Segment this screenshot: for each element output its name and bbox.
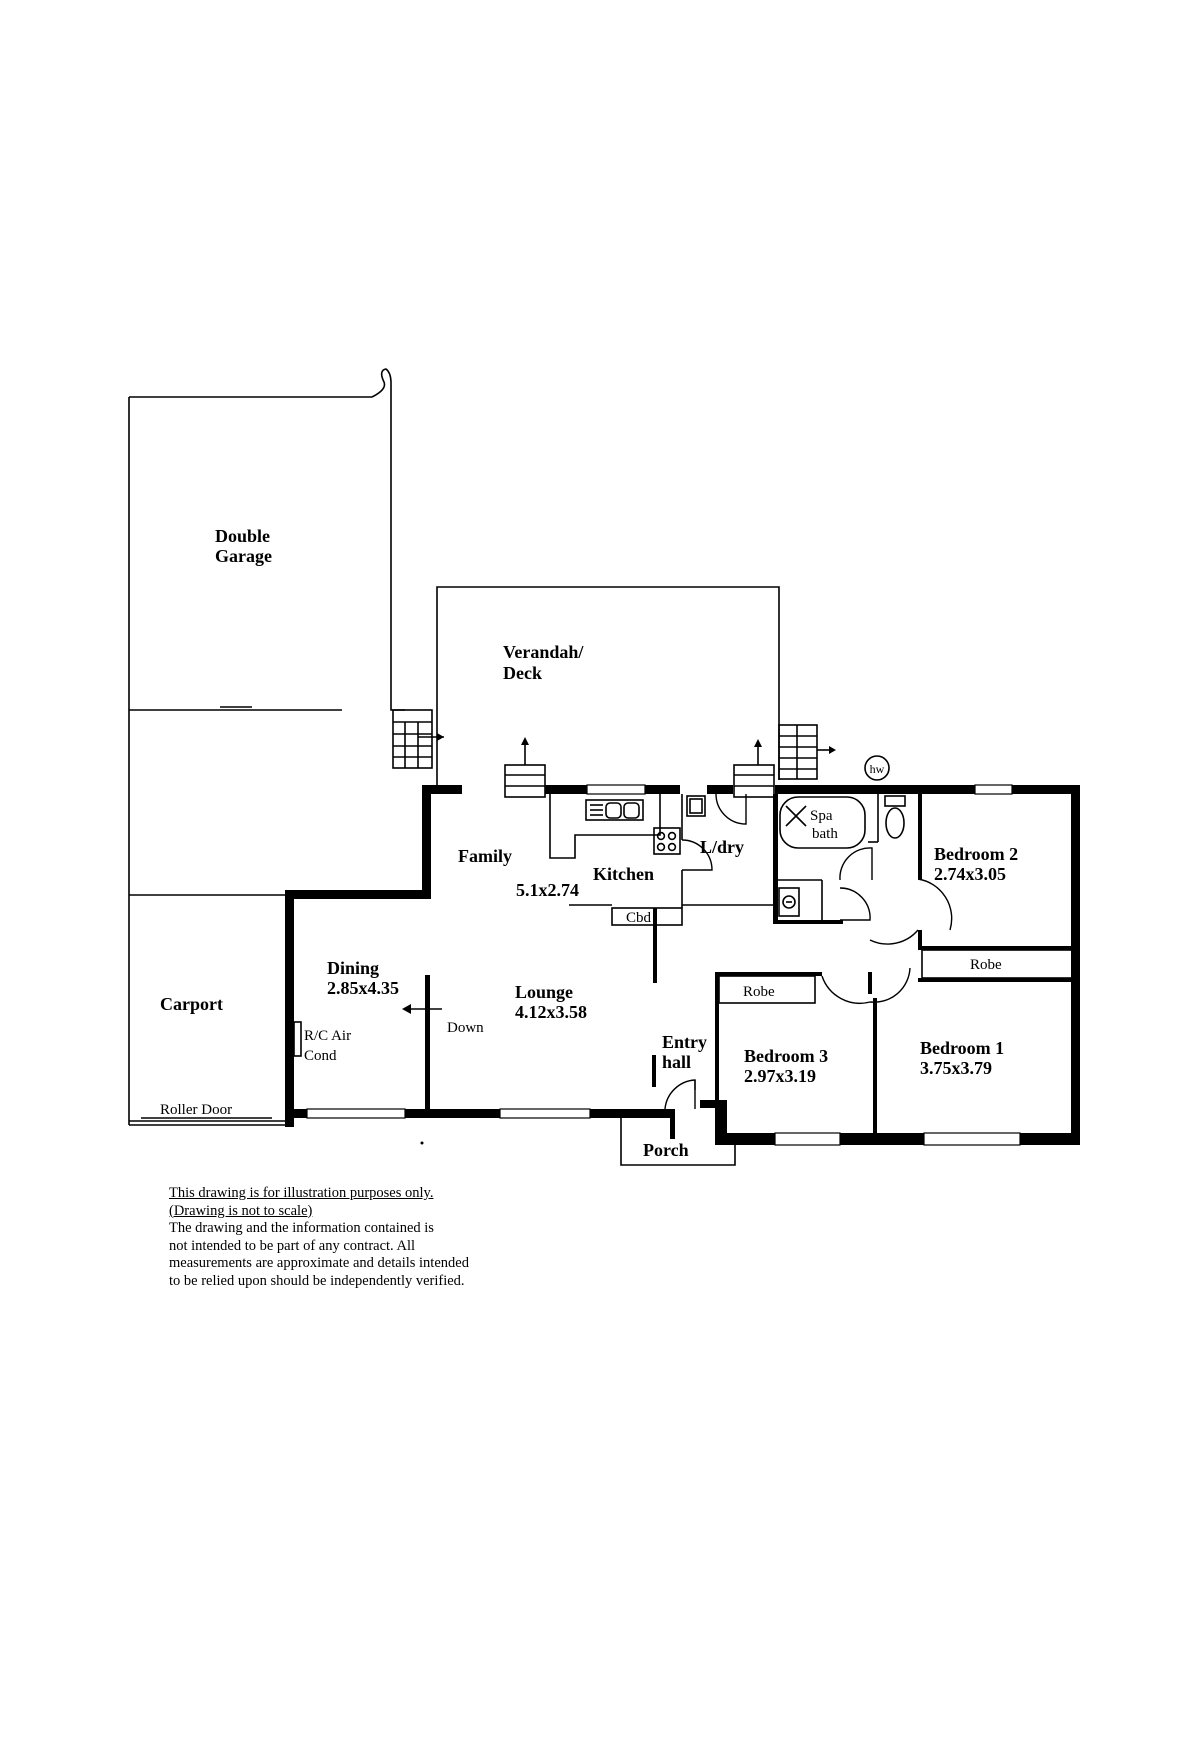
north-windows <box>306 784 1021 1146</box>
interior-walls <box>549 794 1074 1135</box>
disclaimer-line-3: The drawing and the information containe… <box>169 1220 434 1236</box>
entry-hall-label-2: hall <box>662 1052 691 1072</box>
disclaimer-line-5: measurements are approximate and details… <box>169 1255 469 1271</box>
disclaimer-line-2: (Drawing is not to scale) <box>169 1202 313 1219</box>
double-garage <box>128 368 405 895</box>
bedroom3-label: Bedroom 3 <box>744 1046 828 1066</box>
bedroom1-dims: 3.75x3.79 <box>920 1058 992 1078</box>
verandah-label-2: Deck <box>503 663 542 683</box>
lounge-dims: 4.12x3.58 <box>515 1002 587 1022</box>
air-conditioner <box>293 1021 302 1057</box>
laundry-steps <box>733 739 775 798</box>
spa-label-2: bath <box>812 826 838 842</box>
carport <box>128 894 286 1126</box>
family-dims: 5.1x2.74 <box>516 880 579 900</box>
bedroom2-label: Bedroom 2 <box>934 844 1018 864</box>
spa-bath: Spa bath <box>779 796 866 849</box>
lounge-label: Lounge <box>515 982 573 1002</box>
aircon-label-2: Cond <box>304 1048 337 1064</box>
down-arrow <box>402 1004 442 1014</box>
family-label: Family <box>458 846 512 866</box>
dining-label: Dining <box>327 958 379 978</box>
carport-label: Carport <box>160 994 223 1014</box>
hot-water-unit: hw <box>864 755 890 781</box>
house-walls <box>285 785 1080 1145</box>
vanity-basin <box>778 887 800 917</box>
kitchen-label: Kitchen <box>593 864 654 884</box>
deck-steps-right <box>778 724 836 780</box>
robe-bed3-label: Robe <box>743 984 775 1000</box>
disclaimer-line-6: to be relied upon should be independentl… <box>169 1272 465 1289</box>
cupboard-label: Cbd <box>626 910 652 926</box>
porch-label: Porch <box>643 1140 689 1160</box>
aircon-label-1: R/C Air <box>304 1028 351 1044</box>
robe-bed1-label: Robe <box>970 957 1002 973</box>
spa-label-1: Spa <box>810 808 833 824</box>
family-steps <box>504 737 546 798</box>
down-label: Down <box>447 1020 484 1036</box>
disclaimer-line-1: This drawing is for illustration purpose… <box>169 1185 434 1201</box>
roller-door-label: Roller Door <box>160 1102 232 1118</box>
kitchen-fixtures <box>585 795 706 855</box>
porch <box>620 1118 736 1166</box>
hot-water-label: hw <box>870 762 885 776</box>
garage-label-2: Garage <box>215 546 272 566</box>
dining-dims: 2.85x4.35 <box>327 978 399 998</box>
entry-hall-label-1: Entry <box>662 1032 707 1052</box>
disclaimer-line-4: not intended to be part of any contract.… <box>169 1237 416 1254</box>
disclaimer: This drawing is for illustration purpose… <box>169 1185 589 1290</box>
garage-label-1: Double <box>215 526 270 546</box>
bedroom1-label: Bedroom 1 <box>920 1038 1004 1058</box>
bedroom3-dims: 2.97x3.19 <box>744 1066 816 1086</box>
door-swings <box>664 793 953 1110</box>
bedroom2-dims: 2.74x3.05 <box>934 864 1006 884</box>
laundry-label: L/dry <box>700 837 744 857</box>
verandah-deck <box>436 586 780 790</box>
verandah-label-1: Verandah/ <box>503 642 584 662</box>
garage-steps <box>392 709 444 769</box>
toilet <box>884 795 906 839</box>
